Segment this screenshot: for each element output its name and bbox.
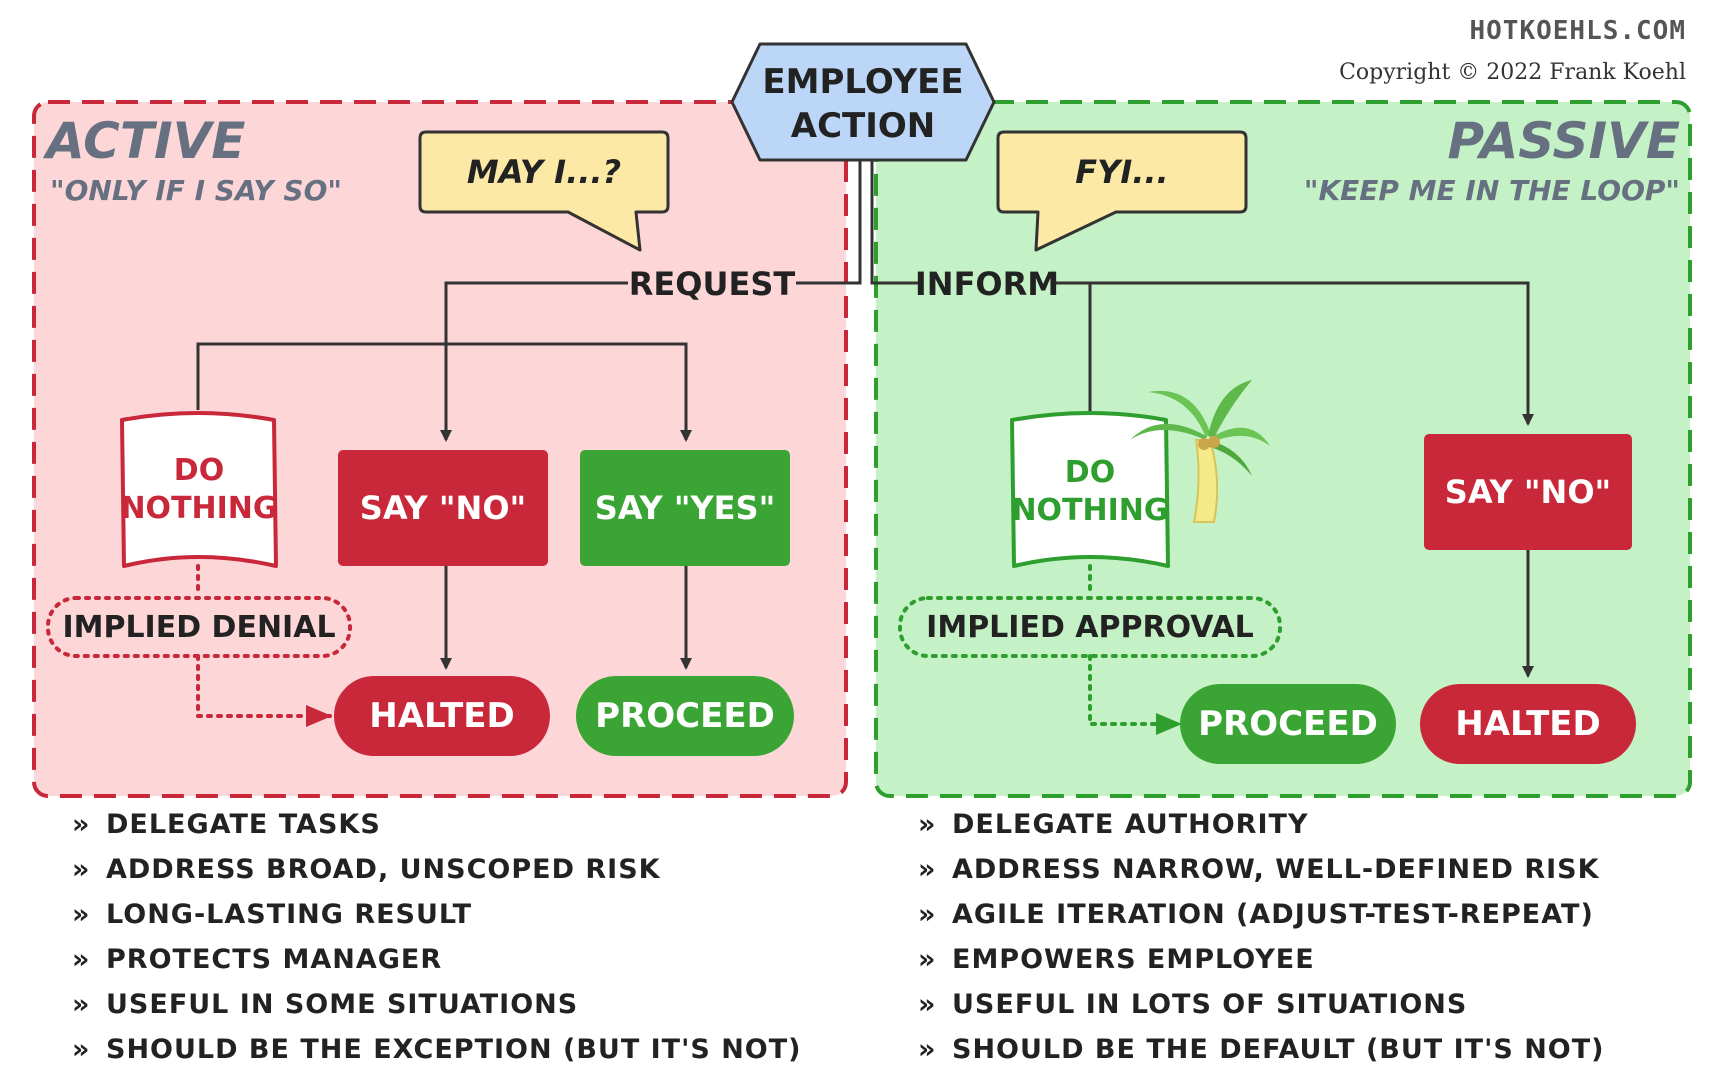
list-item: »SHOULD BE THE DEFAULT (BUT IT'S NOT) xyxy=(918,1034,1605,1065)
employee-action-node xyxy=(730,42,996,162)
passive-halted-text: HALTED xyxy=(1455,704,1600,744)
site-name: HOTKOEHLS.COM xyxy=(1469,16,1686,46)
active-do-nothing-line2: NOTHING xyxy=(120,491,277,526)
connector-root-request xyxy=(790,160,862,285)
list-item: »DELEGATE AUTHORITY xyxy=(918,809,1309,840)
passive-do-nothing-line2: NOTHING xyxy=(1011,493,1168,528)
connector-request-bus xyxy=(196,342,692,442)
fyi-bubble xyxy=(996,130,1248,252)
fyi-text: FYI... xyxy=(1075,153,1168,191)
request-label-bg xyxy=(628,262,796,304)
passive-subtitle: "KEEP ME IN THE LOOP" xyxy=(1304,174,1680,207)
passive-proceed-text: PROCEED xyxy=(1198,704,1378,744)
list-item: »USEFUL IN LOTS OF SITUATIONS xyxy=(918,989,1468,1020)
active-subtitle: "ONLY IF I SAY SO" xyxy=(50,174,342,207)
employee-action-line2: ACTION xyxy=(791,106,935,146)
palm-tree-icon xyxy=(1130,380,1270,523)
may-i-text: MAY I...? xyxy=(467,153,621,191)
list-item: »PROTECTS MANAGER xyxy=(72,944,443,975)
active-do-nothing-line1: DO xyxy=(174,453,224,488)
connector-inform-donothing xyxy=(1054,281,1092,416)
passive-say-no-node xyxy=(1424,434,1632,550)
implied-approval-arrow xyxy=(1088,654,1182,735)
implied-denial-arrow xyxy=(196,654,332,727)
active-say-yes-node xyxy=(580,450,790,566)
inform-label-bg xyxy=(918,262,1056,304)
active-halted-text: HALTED xyxy=(369,696,514,736)
active-proceed-text: PROCEED xyxy=(595,696,775,736)
passive-proceed-node xyxy=(1180,684,1396,764)
active-bullet-list: »DELEGATE TASKS »ADDRESS BROAD, UNSCOPED… xyxy=(72,802,802,1072)
passive-say-no-text: SAY "NO" xyxy=(1445,473,1611,511)
list-item: »ADDRESS BROAD, UNSCOPED RISK xyxy=(72,854,661,885)
active-halted-node xyxy=(334,676,550,756)
passive-bullet-list: »DELEGATE AUTHORITY »ADDRESS NARROW, WEL… xyxy=(918,802,1605,1072)
list-item: »EMPOWERS EMPLOYEE xyxy=(918,944,1315,975)
active-say-no-node xyxy=(338,450,548,566)
active-title: ACTIVE xyxy=(42,112,245,170)
active-proceed-node xyxy=(576,676,794,756)
list-item: »SHOULD BE THE EXCEPTION (BUT IT'S NOT) xyxy=(72,1034,802,1065)
list-item: »AGILE ITERATION (ADJUST-TEST-REPEAT) xyxy=(918,899,1594,930)
passive-title: PASSIVE xyxy=(1448,112,1680,170)
may-i-bubble xyxy=(418,130,670,252)
inform-label: INFORM xyxy=(915,265,1059,303)
connector-root-inform xyxy=(870,160,920,285)
passive-do-nothing-node xyxy=(1010,411,1170,568)
active-say-yes-text: SAY "YES" xyxy=(595,489,775,527)
list-item: »USEFUL IN SOME SITUATIONS xyxy=(72,989,579,1020)
passive-halted-node xyxy=(1420,684,1636,764)
list-item: »LONG-LASTING RESULT xyxy=(72,899,473,930)
connector-inform-right xyxy=(1054,281,1534,426)
passive-do-nothing-line1: DO xyxy=(1065,455,1115,490)
active-do-nothing-node xyxy=(120,411,278,568)
request-label: REQUEST xyxy=(629,265,796,303)
implied-approval-node xyxy=(898,596,1282,658)
employee-action-line1: EMPLOYEE xyxy=(762,62,963,102)
implied-denial-text: IMPLIED DENIAL xyxy=(62,610,335,645)
copyright: Copyright © 2022 Frank Koehl xyxy=(1339,60,1686,85)
list-item: »DELEGATE TASKS xyxy=(72,809,381,840)
active-say-no-text: SAY "NO" xyxy=(360,489,526,527)
implied-approval-text: IMPLIED APPROVAL xyxy=(926,610,1254,645)
list-item: »ADDRESS NARROW, WELL-DEFINED RISK xyxy=(918,854,1600,885)
